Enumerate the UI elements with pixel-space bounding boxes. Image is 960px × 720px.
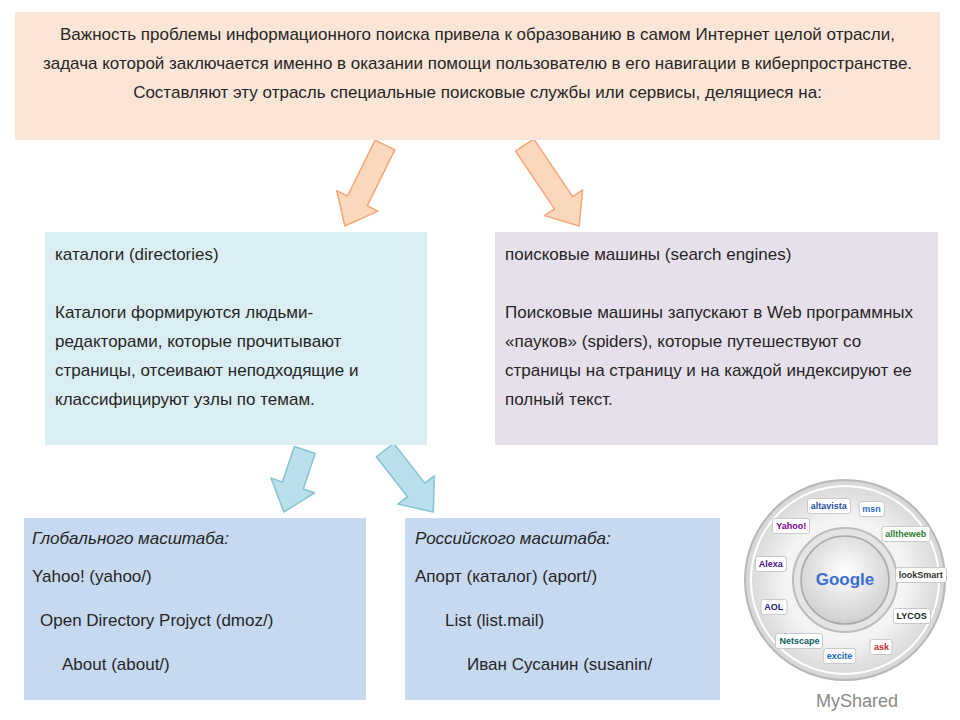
box-body: Поисковые машины запускают в Web програм…: [505, 298, 928, 414]
engine-logo: alltheweb: [881, 526, 930, 542]
hub: [801, 536, 889, 624]
example-item: List (list.mail): [445, 606, 710, 635]
block-arrow: [337, 140, 395, 226]
box-heading: поисковые машины (search engines): [505, 240, 928, 269]
scope-heading: Глобального масштаба:: [32, 524, 356, 553]
intro-box: Важность проблемы информационного поиска…: [15, 12, 940, 140]
engine-logo: msn: [858, 501, 885, 517]
category-box: поисковые машины (search engines) Поисков…: [495, 232, 938, 445]
scope-heading: Российского масштаба:: [415, 524, 710, 553]
category-box: каталоги (directories) Каталоги формируют…: [45, 232, 427, 445]
engine-logo: Netscape: [775, 633, 823, 649]
engine-logo: excite: [823, 648, 857, 664]
watermark: MyShared: [816, 691, 898, 712]
block-arrow: [376, 443, 434, 512]
engine-logo: AOL: [760, 599, 787, 615]
intro-text: Важность проблемы информационного поиска…: [35, 20, 920, 107]
example-item: Open Directory Projyct (dmoz/): [40, 606, 356, 635]
engine-logo: ask: [870, 639, 893, 655]
example-item: Иван Сусанин (susanin/: [467, 650, 710, 679]
examples-box: Глобального масштаба: Yahoo! (yahoo/) Open…: [24, 518, 366, 700]
engine-logo: Yahoo!: [772, 518, 810, 534]
engine-logo: lookSmart: [895, 567, 947, 583]
box-heading: каталоги (directories): [55, 240, 417, 269]
box-body: Каталоги формируются людьми-редакторами,…: [55, 298, 417, 414]
examples-box: Российского масштаба: Апорт (каталог) (ap…: [405, 518, 720, 700]
inner-ring: [793, 528, 897, 632]
example-item: Апорт (каталог) (aport/): [415, 562, 710, 591]
engine-logo: LYCOS: [893, 608, 931, 624]
engine-logo: altavista: [807, 498, 851, 514]
center-logo: Google: [816, 570, 875, 590]
example-item: Yahoo! (yahoo/): [32, 562, 356, 591]
block-arrow: [271, 446, 315, 512]
block-arrow: [516, 139, 583, 226]
engine-logo: Alexa: [755, 556, 787, 572]
example-item: About (about/): [62, 650, 356, 679]
